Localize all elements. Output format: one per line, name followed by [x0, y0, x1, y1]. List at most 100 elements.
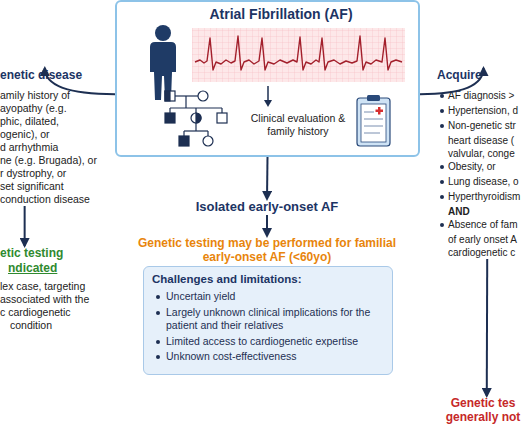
criteria-line: valvular, conge [437, 147, 530, 160]
clipboard-board [357, 98, 390, 146]
criteria-line: Hyperthyroidism [448, 190, 530, 203]
pedigree-female [203, 136, 213, 146]
criteria-line: Lung disease, o [448, 175, 530, 188]
pedigree-line [184, 130, 208, 131]
pedigree-male [179, 136, 189, 146]
criteria-line: ayopathy (e.g. [0, 102, 112, 115]
pedigree-line [207, 131, 208, 136]
bullet-row: Absence of fam [437, 218, 530, 231]
bullet-item: Uncertain yield [166, 290, 384, 304]
criteria-line: r dystrophy, or [0, 167, 112, 180]
criteria-line: ogenic), or [0, 128, 112, 141]
bullet-dot [440, 165, 444, 169]
column-heading: Acquire [437, 68, 530, 82]
recommendation-text: Genetic testing may be performed for fam… [127, 236, 407, 264]
pedigree-fill [196, 113, 201, 123]
recommendation-line: c cardiogenetic [0, 306, 112, 319]
person-head [155, 25, 171, 41]
bullet-dot [440, 124, 444, 128]
limitations-box: Challenges and limitations: Uncertain yie… [143, 266, 393, 375]
criteria-column: Acquire AF diagnosis > Hypertension, d Non-… [437, 68, 530, 259]
person-body [150, 42, 176, 100]
connector-arrow [486, 259, 488, 396]
recommendation-heading: Genetic tes [436, 396, 530, 410]
bullet-row: Non-genetic str [437, 119, 530, 132]
bullet-dot [440, 109, 444, 113]
pedigree-female [191, 113, 201, 123]
bullet-row: Limited access to cardiogenetic expertis… [152, 335, 384, 349]
criteria-line: AF diagnosis > [448, 89, 530, 102]
ecg-trace [195, 36, 402, 70]
bullet-row: Largely unknown clinical implications fo… [152, 306, 384, 333]
pedigree-line [169, 108, 170, 113]
step-label: Isolated early-onset AF [150, 199, 384, 215]
bullet-item: Limited access to cardiogenetic expertis… [166, 335, 384, 349]
box-heading: Challenges and limitations: [152, 273, 384, 285]
recommendation-block: etic testingndicatedlex case, targetinga… [0, 246, 112, 332]
bullet-row: Unknown cost-effectiveness [152, 350, 384, 364]
connector-arrow [45, 68, 115, 94]
bullet-row: Lung disease, o [437, 175, 530, 188]
recommendation-block: Genetic tesgenerally not [436, 396, 530, 424]
pedigree-fill [165, 91, 170, 101]
pedigree-male [165, 91, 175, 101]
bullet-item: Unknown cost-effectiveness [166, 350, 384, 364]
small-arrow-head [264, 100, 272, 107]
ecg-grid [192, 28, 405, 82]
criteria-line: phic, dilated, [0, 115, 112, 128]
recommendation-heading: etic testing [0, 246, 112, 261]
pedigree-line [195, 108, 196, 113]
pedigree-line [183, 131, 184, 136]
ecg-paper [192, 28, 405, 82]
recommendation-heading: generally not [436, 410, 530, 424]
column-heading: enetic disease [0, 68, 112, 82]
clipboard-paper [361, 104, 386, 142]
connector-arrow [24, 206, 26, 246]
bullet-row: Uncertain yield [152, 290, 384, 304]
clipboard-clip [367, 95, 380, 101]
criteria-line: AND [437, 205, 530, 218]
criteria-line: of early onset A [437, 233, 530, 246]
criteria-line: Absence of fam [448, 218, 530, 231]
condition-box: Atrial Fibrillation (AF) Clinical evaluat… [115, 0, 420, 157]
pedigree-line [170, 107, 222, 108]
pedigree-line [185, 96, 186, 108]
recommendation-heading: ndicated [0, 261, 112, 276]
small-arrow-shaft [267, 86, 269, 102]
pedigree-line [195, 123, 196, 131]
bullet-item: Largely unknown clinical implications fo… [166, 306, 384, 333]
clipboard-line [364, 119, 383, 120]
clipboard-line [364, 133, 380, 134]
pedigree-line [175, 95, 198, 96]
bullet-dot [156, 295, 160, 299]
box-heading: Atrial Fibrillation (AF) [161, 6, 401, 22]
clipboard-line [364, 126, 383, 127]
criteria-line: Obesity, or [448, 160, 530, 173]
criteria-line: conduction disease [0, 193, 112, 206]
criteria-line: set significant [0, 180, 112, 193]
bullet-dot [156, 340, 160, 344]
bullet-row: Obesity, or [437, 160, 530, 173]
recommendation-line: condition [0, 319, 112, 332]
criteria-line: heart disease ( [437, 134, 530, 147]
pedigree-female [198, 91, 208, 101]
recommendation-text: Genetic testing may be performed for fam… [127, 236, 407, 264]
bullet-row: AF diagnosis > [437, 89, 530, 102]
caption-text: Clinical evaluation & family history [237, 112, 359, 138]
bullet-row: Hyperthyroidism [437, 190, 530, 203]
medical-cross [376, 107, 384, 115]
pedigree-male [165, 113, 175, 123]
bullet-dot [156, 311, 160, 315]
criteria-line: cardiogenetic c [437, 246, 530, 259]
pedigree-line [221, 108, 222, 113]
bullet-row: Hypertension, d [437, 104, 530, 117]
bullet-dot [156, 355, 160, 359]
connector-arrow [266, 215, 268, 236]
bullet-dot [440, 195, 444, 199]
criteria-line: Non-genetic str [448, 119, 530, 132]
criteria-line: amily history of [0, 89, 112, 102]
pedigree-male [217, 113, 227, 123]
recommendation-line: lex case, targeting [0, 280, 112, 293]
pathway-step: Isolated early-onset AF [150, 199, 384, 215]
